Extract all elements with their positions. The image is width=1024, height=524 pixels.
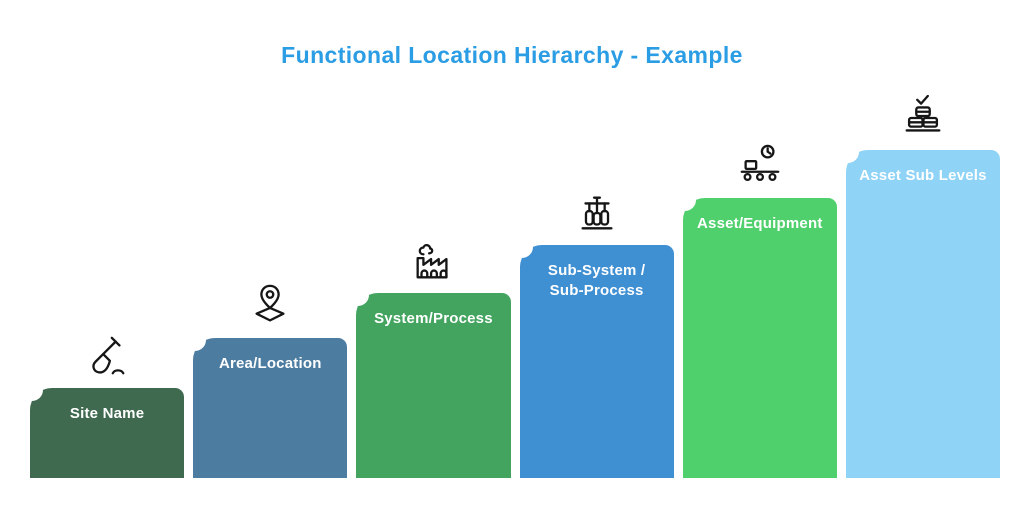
map-pin-icon [247,283,293,329]
step-asset-sub-levels: Asset Sub Levels [836,95,1001,478]
barrels-check-icon [900,95,946,141]
step-area-location: Area/Location [184,283,348,478]
bar-area-location: Area/Location [184,329,348,478]
bar-label: Site Name [69,405,145,422]
bar-system-process: System/Process [347,284,511,478]
step-site-name: Site Name [20,333,185,478]
step-asset-equipment: Asset/Equipment [673,143,837,478]
bar-asset-sub-levels: Asset Sub Levels [836,141,1001,478]
bar-label: Area/Location [218,355,322,372]
factory-icon [410,238,456,284]
shovel-icon [84,333,130,379]
bar-label: Asset/Equipment [697,215,823,232]
bar-label: Asset Sub Levels [859,167,987,184]
bar-sub-system: Sub-System / Sub-Process [510,236,674,478]
bar-label: Sub-System / Sub-Process [547,262,646,300]
page-title: Functional Location Hierarchy - Example [281,42,743,68]
bar-site-name: Site Name [20,379,185,478]
conveyor-clock-icon [737,143,783,189]
bar-label: System/Process [374,310,493,327]
step-sub-system: Sub-System / Sub-Process [510,190,674,478]
step-system-process: System/Process [347,238,511,478]
machinery-icon [574,190,620,236]
bar-asset-equipment: Asset/Equipment [673,189,837,478]
hierarchy-stairs: Site Name Area/Location [20,95,1001,478]
